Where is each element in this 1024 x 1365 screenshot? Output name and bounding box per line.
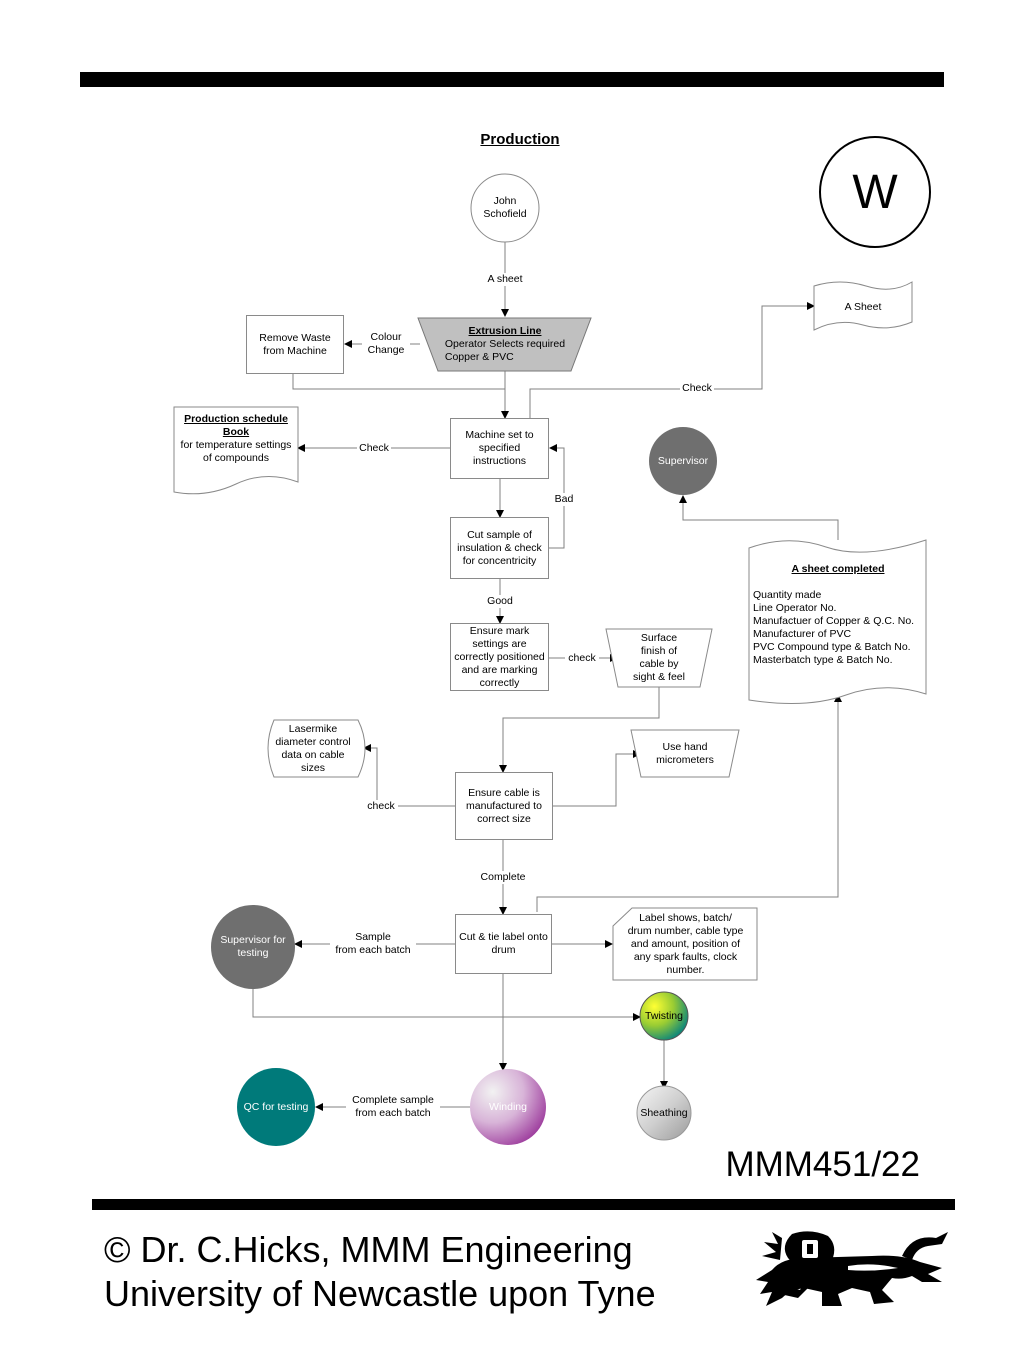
corner-letter: W: [852, 165, 898, 219]
supervisor-testing-shape: [211, 905, 295, 989]
john-node-shape: [470, 173, 540, 243]
extrusion-body: Operator Selects required Copper & PVC: [444, 338, 566, 363]
cut-tie-node: Cut & tie label onto drum: [455, 914, 552, 974]
supervisor-testing-node: Supervisor for testing: [220, 934, 286, 959]
surface-shape: [605, 628, 713, 688]
schedule-book-node: Production schedule Book for temperature…: [174, 409, 298, 469]
sheathing-node: Sheathing: [640, 1106, 688, 1119]
edge-label-good: Good: [482, 595, 518, 608]
twisting-shape: [639, 991, 689, 1041]
edge-label-complete-sample: Complete sample from each batch: [346, 1094, 440, 1120]
supervisor-node: Supervisor: [657, 454, 709, 467]
john-node: John Schofield: [483, 195, 527, 220]
edge-label-check-top: Check: [680, 382, 714, 395]
label-shows-node: Label shows, batch/ drum number, cable t…: [627, 911, 744, 976]
footer-line-1: © Dr. C.Hicks, MMM Engineering: [104, 1229, 633, 1270]
a-sheet-doc-shape: [813, 281, 913, 331]
schedule-body: for temperature settings of compounds: [180, 439, 292, 464]
machine-set-node: Machine set to specified instructions: [450, 418, 549, 479]
corner-letter-circle: W: [819, 136, 931, 248]
flow-connectors: [173, 173, 927, 1146]
a-sheet-completed-node: A sheet completed Quantity made Line Ope…: [751, 561, 925, 671]
twisting-node: Twisting: [645, 1009, 683, 1022]
lasermike-node: Lasermike diameter control data on cable…: [275, 722, 351, 774]
diagram-title: Production: [480, 131, 560, 148]
surface-finish-node: Surface finish of cable by sight & feel: [633, 632, 685, 683]
bottom-rule: [92, 1199, 955, 1210]
edge-label-check-surface: check: [565, 652, 599, 665]
schedule-title: Production schedule Book: [184, 413, 288, 438]
footer-line-2: University of Newcastle upon Tyne: [104, 1273, 656, 1314]
micrometers-shape: [630, 729, 740, 778]
a-sheet-completed-body: Quantity made Line Operator No. Manufact…: [753, 589, 915, 666]
slide-reference: MMM451/22: [725, 1145, 920, 1184]
extrusion-shape: [417, 317, 592, 372]
ensure-mark-node: Ensure mark settings are correctly posit…: [450, 623, 549, 691]
edge-label-a-sheet: A sheet: [480, 273, 530, 286]
edge-label-check-laser: check: [364, 800, 398, 813]
a-sheet-doc-node: A Sheet: [844, 300, 882, 313]
cut-sample-node: Cut sample of insulation & check for con…: [450, 517, 549, 579]
qc-testing-node: QC for testing: [243, 1100, 309, 1113]
edge-label-sample: Sample from each batch: [330, 931, 416, 957]
schedule-doc-shape: [173, 406, 299, 495]
winding-node: Winding: [489, 1100, 527, 1113]
top-rule: [80, 72, 944, 87]
qc-shape: [237, 1068, 315, 1146]
ensure-size-node: Ensure cable is manufactured to correct …: [455, 772, 553, 840]
sheathing-shape: [636, 1085, 692, 1141]
edge-label-colour-change: Colour Change: [362, 331, 410, 357]
a-sheet-completed-shape: [748, 539, 927, 705]
extrusion-title: Extrusion Line: [468, 325, 542, 337]
newcastle-lion-emblem-icon: [756, 1231, 948, 1306]
edge-label-bad: Bad: [551, 493, 577, 506]
label-shape: [612, 907, 758, 981]
supervisor-shape: [649, 427, 717, 495]
lasermike-shape: [267, 719, 366, 778]
edge-label-complete: Complete: [478, 871, 528, 884]
remove-waste-node: Remove Waste from Machine: [246, 315, 344, 374]
extrusion-node: Extrusion Line Operator Selects required…: [430, 318, 580, 371]
edge-label-check-schedule: Check: [357, 442, 391, 455]
hand-micrometers-node: Use hand micrometers: [656, 740, 714, 766]
winding-shape: [470, 1069, 546, 1145]
a-sheet-completed-title: A sheet completed: [791, 563, 885, 575]
